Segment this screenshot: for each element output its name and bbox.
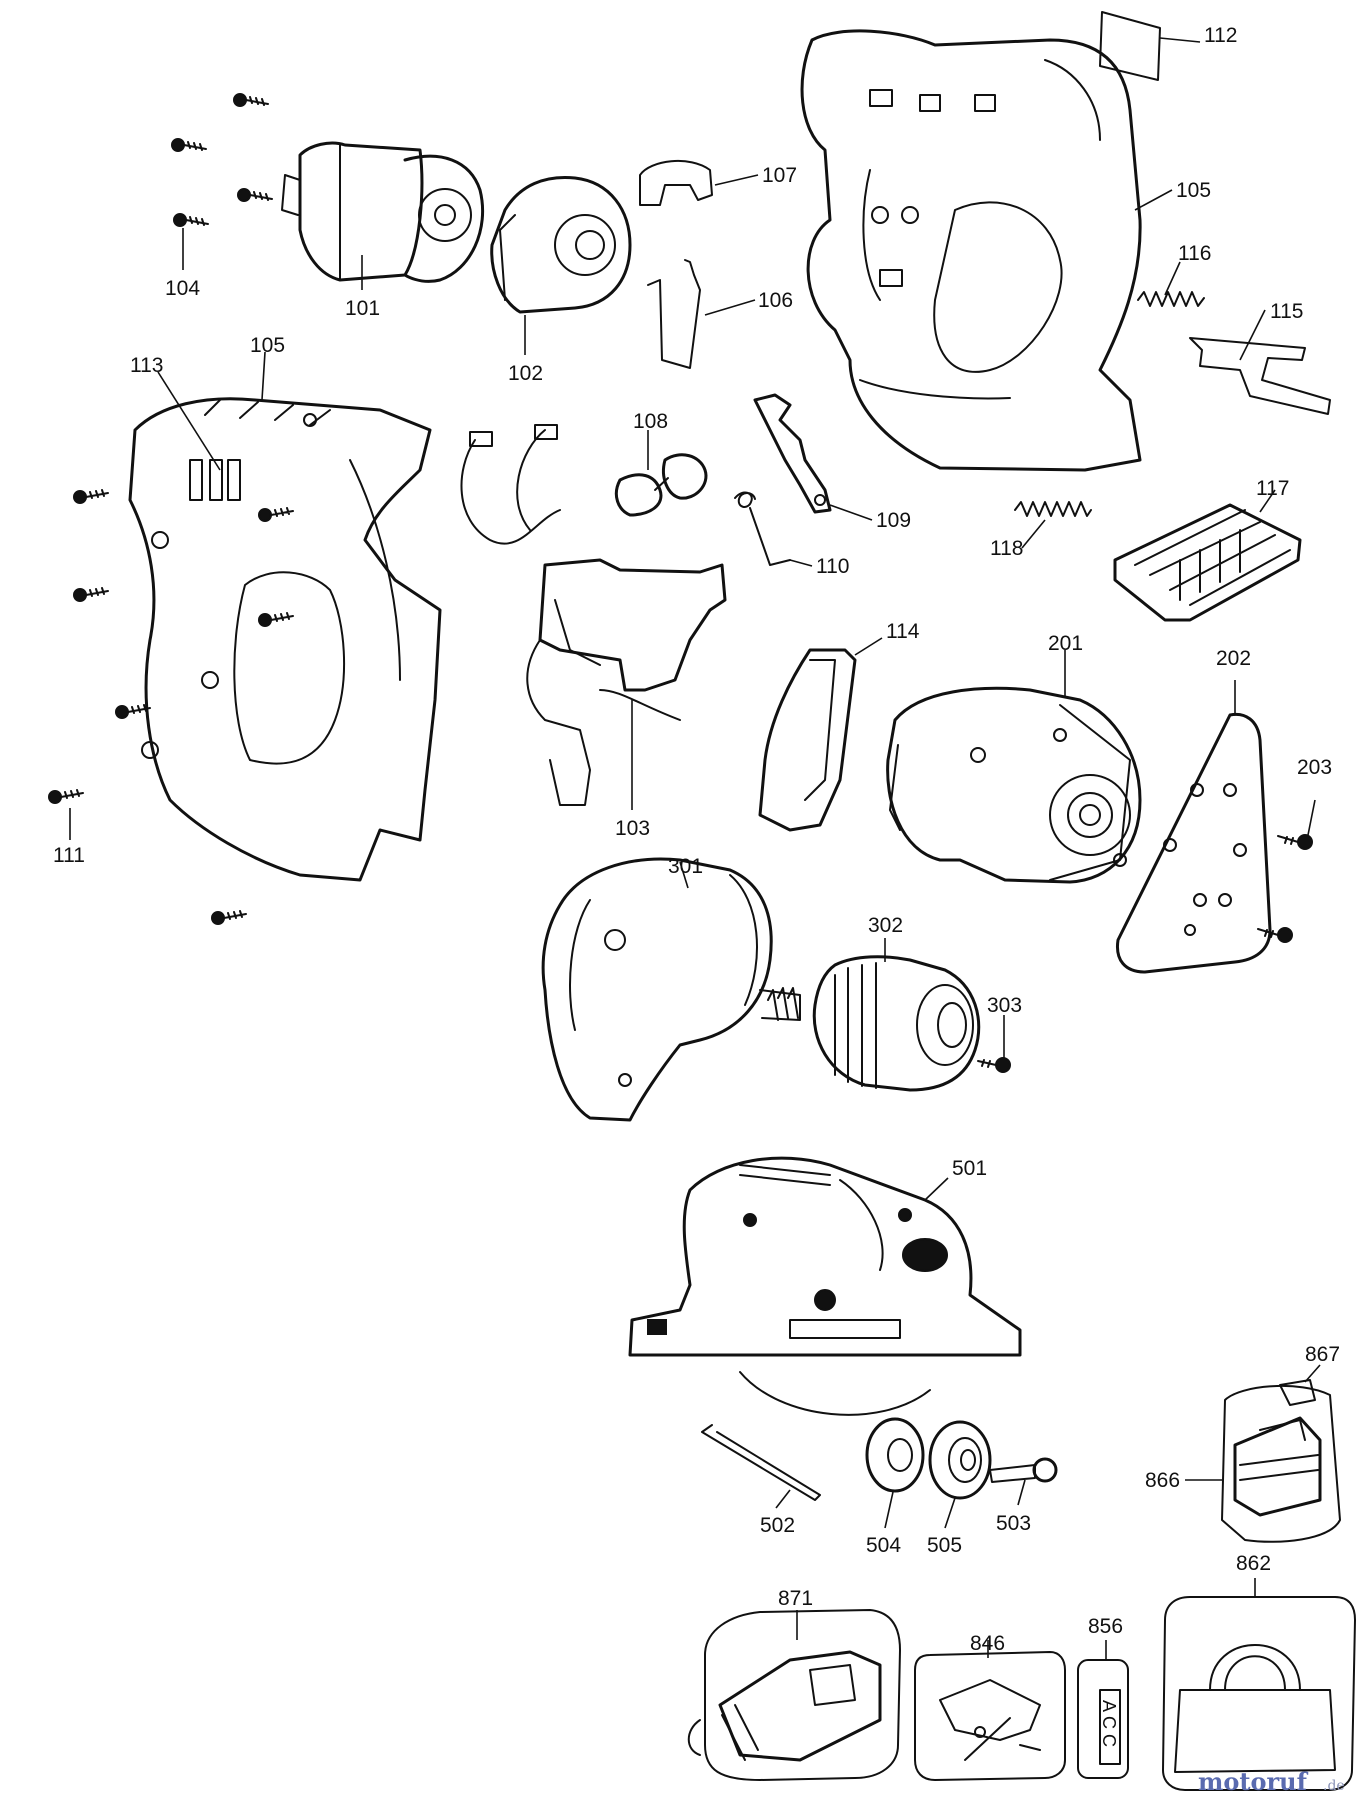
part-117-terminal-block xyxy=(1113,503,1302,622)
watermark-brand: motoruf xyxy=(1198,1767,1309,1796)
label-106: 106 xyxy=(758,289,793,312)
label-502: 502 xyxy=(760,1514,795,1537)
label-104: 104 xyxy=(165,277,200,300)
label-108: 108 xyxy=(633,410,668,433)
label-101: 101 xyxy=(345,297,380,320)
label-105-left: 105 xyxy=(250,334,285,357)
part-303-screw xyxy=(977,1057,1011,1073)
part-107-switch-cap xyxy=(639,159,713,206)
part-number-labels: 112 107 105 104 101 102 106 116 115 113 … xyxy=(53,24,1340,1655)
label-107: 107 xyxy=(762,164,797,187)
part-109-lever xyxy=(753,393,832,514)
label-302: 302 xyxy=(868,914,903,937)
part-503-bolt xyxy=(989,1457,1058,1483)
label-113: 113 xyxy=(130,354,163,377)
watermark-suffix: .de xyxy=(1323,1778,1345,1794)
label-503: 503 xyxy=(996,1512,1031,1535)
label-102: 102 xyxy=(508,362,543,385)
label-862: 862 xyxy=(1236,1552,1271,1575)
label-301: 301 xyxy=(668,855,703,878)
part-302-chuck xyxy=(812,955,981,1092)
part-867-vent-cap xyxy=(1279,1379,1316,1406)
part-203-screws xyxy=(1257,834,1313,943)
part-105-right-housing xyxy=(800,29,1142,472)
label-110: 110 xyxy=(816,555,849,578)
part-856-accessory-card: A C C xyxy=(1077,1659,1129,1779)
part-862-carry-bag xyxy=(1162,1596,1356,1791)
label-871: 871 xyxy=(778,1587,813,1610)
part-112-label-plate xyxy=(1099,11,1161,81)
leader-lines xyxy=(69,37,1321,1660)
label-501: 501 xyxy=(952,1157,987,1180)
part-111-screws xyxy=(48,489,294,925)
part-301-drill-head xyxy=(541,857,801,1122)
part-871-charger xyxy=(687,1609,901,1781)
part-501-saw-head xyxy=(628,1156,1022,1416)
part-110-torsion-spring xyxy=(734,491,791,566)
label-201: 201 xyxy=(1048,632,1083,655)
label-867: 867 xyxy=(1305,1343,1340,1366)
label-866: 866 xyxy=(1145,1469,1180,1492)
watermark: motoruf .de xyxy=(1198,1767,1345,1796)
label-114: 114 xyxy=(886,620,920,643)
part-103-switch-harness xyxy=(460,424,727,806)
part-105-left-housing xyxy=(128,397,442,882)
accessory-card-text: A C C xyxy=(1099,1700,1119,1747)
label-111: 111 xyxy=(53,844,85,867)
part-504-washer xyxy=(865,1417,925,1493)
label-856: 856 xyxy=(1088,1615,1123,1638)
part-846-manual-bag xyxy=(914,1651,1066,1781)
part-866-battery-pack xyxy=(1221,1385,1341,1543)
part-106-spring-clip xyxy=(647,259,701,369)
label-105-right: 105 xyxy=(1176,179,1211,202)
part-116-spring xyxy=(1137,291,1205,307)
part-101-motor xyxy=(281,141,485,283)
label-103: 103 xyxy=(615,817,650,840)
label-118: 118 xyxy=(990,537,1023,560)
label-112: 112 xyxy=(1204,24,1237,47)
label-504: 504 xyxy=(866,1534,901,1557)
label-846: 846 xyxy=(970,1632,1005,1655)
part-102-gearbox xyxy=(490,175,632,314)
part-104-screws xyxy=(171,93,273,227)
label-117: 117 xyxy=(1256,477,1289,500)
label-109: 109 xyxy=(876,509,911,532)
part-114-trigger-cover xyxy=(758,648,857,832)
part-108-lock-knob xyxy=(614,453,708,517)
label-202: 202 xyxy=(1216,647,1251,670)
part-502-hex-key xyxy=(701,1424,821,1501)
part-115-slide-bar xyxy=(1189,337,1331,415)
part-202-sanding-plate xyxy=(1115,712,1272,974)
label-203: 203 xyxy=(1297,756,1332,779)
label-115: 115 xyxy=(1270,300,1303,323)
label-116: 116 xyxy=(1178,242,1211,265)
label-303: 303 xyxy=(987,994,1022,1017)
part-118-spring xyxy=(1014,501,1092,517)
label-505: 505 xyxy=(927,1534,962,1557)
part-201-sander-head xyxy=(886,686,1142,884)
part-505-flange xyxy=(928,1420,992,1500)
